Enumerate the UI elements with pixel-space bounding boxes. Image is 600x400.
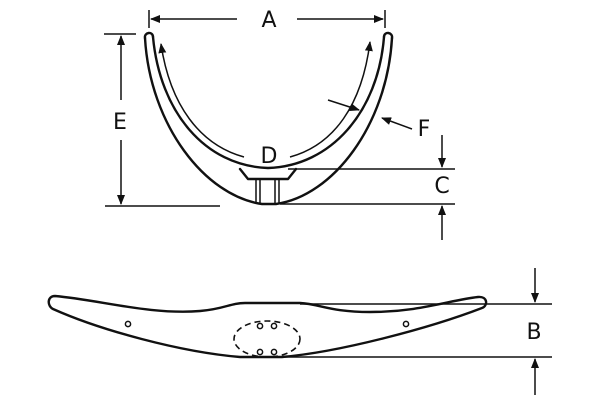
bracket-front-view	[143, 31, 394, 206]
dimension-b: B	[282, 268, 552, 395]
label-c: C	[434, 174, 449, 199]
label-b: B	[526, 320, 541, 345]
dimension-a: A	[148, 8, 386, 33]
label-a: A	[261, 8, 276, 33]
label-d: D	[261, 144, 278, 169]
bracket-top-view	[47, 294, 488, 359]
label-f: F	[418, 117, 431, 142]
dimension-f: F	[327, 99, 431, 142]
dimension-e: E	[104, 33, 220, 207]
dimension-d: D	[158, 41, 373, 169]
dimension-c: C	[280, 135, 455, 240]
label-e: E	[113, 110, 127, 135]
